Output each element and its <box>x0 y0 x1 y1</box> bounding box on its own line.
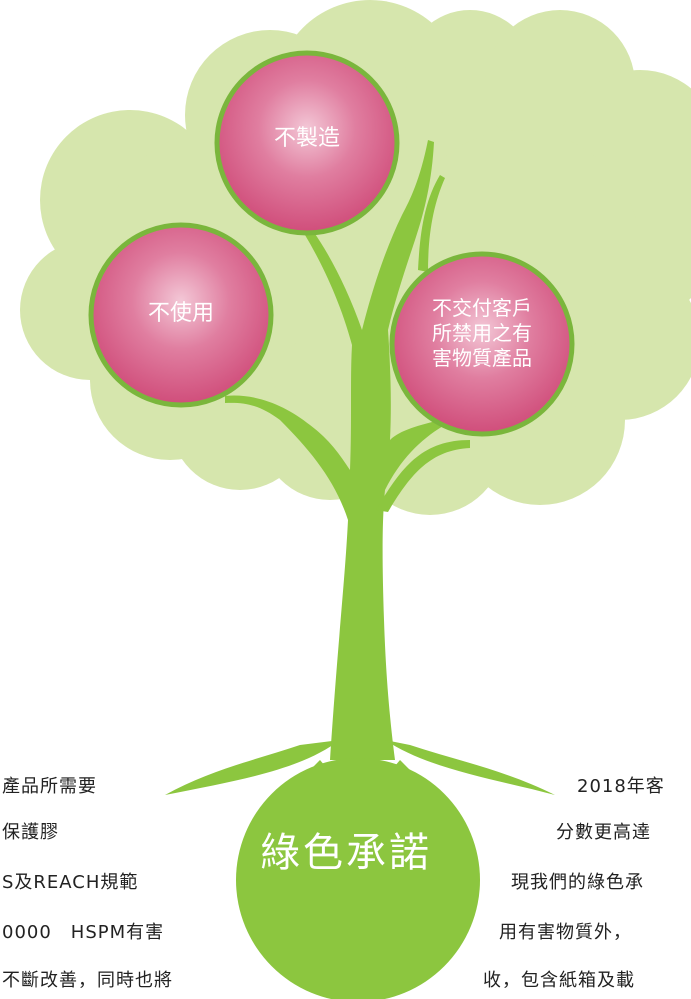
right-text-line: 用有害物質外， <box>499 922 632 943</box>
left-text-line: 不斷改善，同時也將 <box>2 970 173 991</box>
bubble-right-line: 不交付客戶 <box>432 296 532 320</box>
left-text-line: 0000 HSPM有害 <box>2 922 165 943</box>
right-text-line: 2018年客 <box>577 776 665 797</box>
root-base <box>236 758 480 999</box>
bubble-left-label: 不使用 <box>147 301 214 326</box>
root-title: 綠色承諾 <box>260 830 432 876</box>
right-text-line: 分數更高達 <box>556 822 651 843</box>
left-text-line: S及REACH規範 <box>2 872 139 893</box>
bubble-top <box>214 50 400 236</box>
bubble-top-label: 不製造 <box>273 126 340 151</box>
bubble-right-label: 不交付客戶 所禁用之有 害物質產品 <box>407 296 557 371</box>
bubble-right <box>389 251 575 437</box>
right-text-line: 現我們的綠色承 <box>511 872 644 893</box>
bubble-left <box>88 222 274 408</box>
bubble-right-line: 害物質產品 <box>432 346 532 370</box>
right-text-line: 收，包含紙箱及載 <box>483 970 635 991</box>
left-text-line: 保護膠 <box>2 822 59 843</box>
left-text-line: 產品所需要 <box>2 776 97 797</box>
bubble-right-line: 所禁用之有 <box>432 321 532 345</box>
